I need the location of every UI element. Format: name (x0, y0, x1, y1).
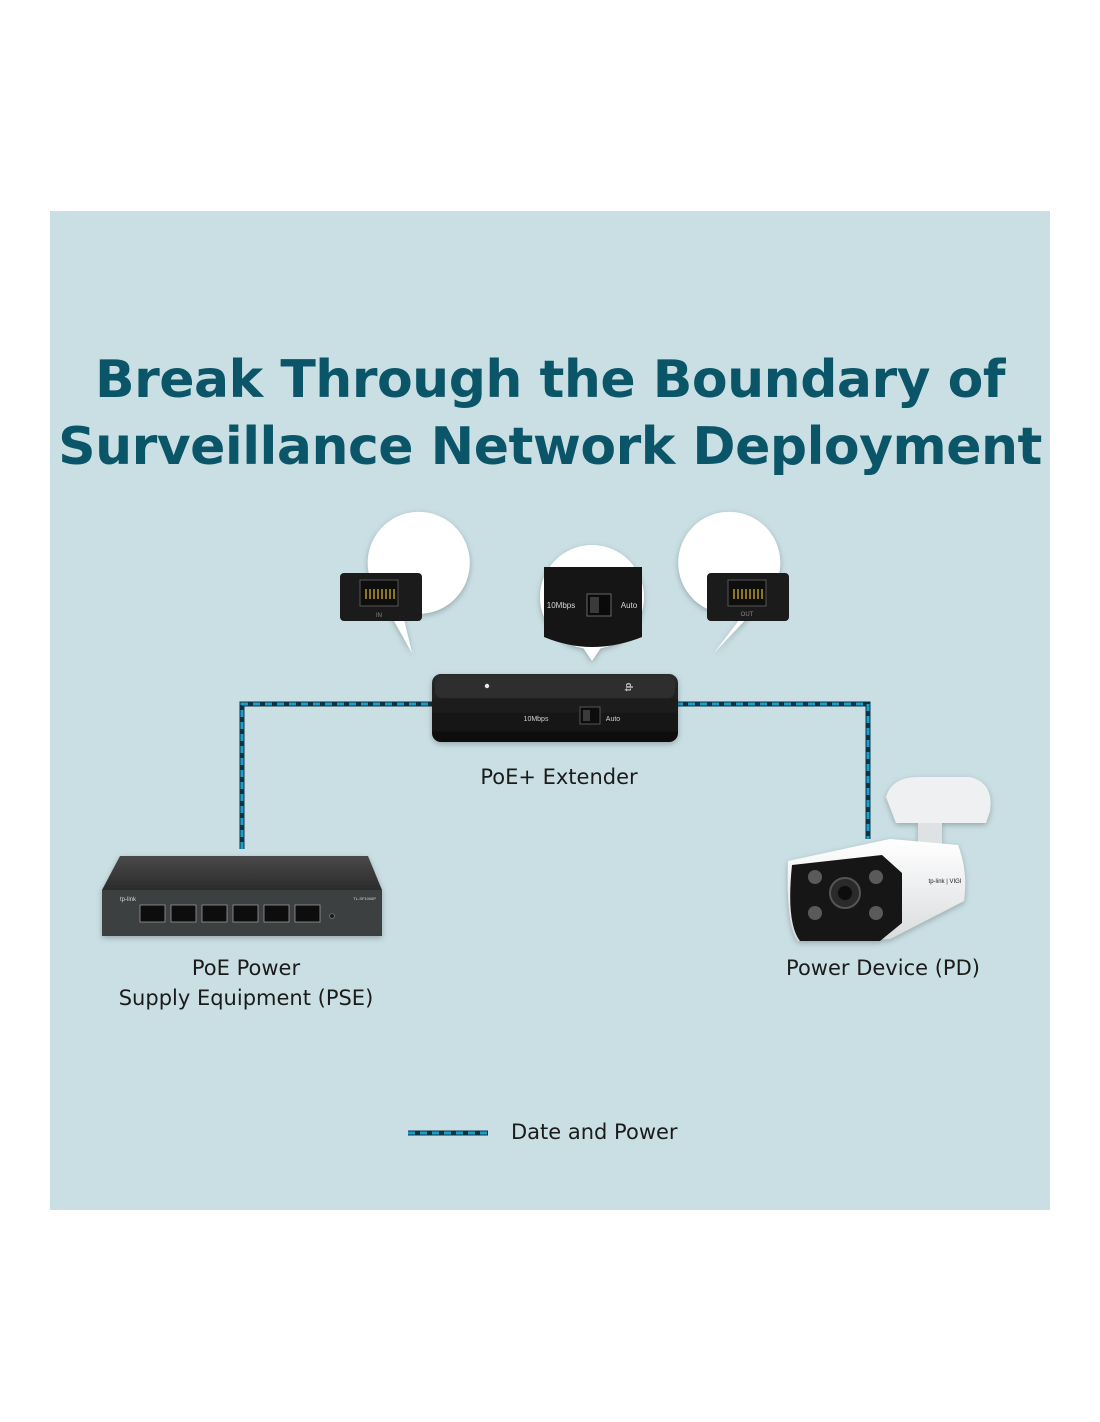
page-title: Break Through the Boundary of Surveillan… (50, 347, 1050, 481)
network-diagram: IN 10Mbps Auto OUT (102, 511, 991, 1136)
out-port-closeup: OUT (707, 573, 789, 621)
in-port-closeup: IN (340, 573, 422, 621)
extender-switch-right-label: Auto (606, 716, 621, 723)
legend-label: Date and Power (511, 1120, 678, 1144)
title-line-1: Break Through the Boundary of (95, 350, 1006, 410)
poe-extender-device: tp 10Mbps Auto (432, 674, 678, 742)
cable-extender-to-pd (676, 701, 871, 839)
pse-label-line-2: Supply Equipment (PSE) (118, 986, 374, 1010)
cable-pse-to-extender (239, 701, 434, 849)
extender-label: PoE+ Extender (436, 762, 682, 792)
extender-switch-left-label: 10Mbps (524, 716, 549, 723)
extender-label-text: PoE+ Extender (480, 765, 638, 789)
diagram-panel: Break Through the Boundary of Surveillan… (50, 211, 1050, 1210)
pse-label-line-1: PoE Power (191, 956, 301, 980)
pd-label: Power Device (PD) (758, 953, 1008, 983)
pse-label: PoE Power Supply Equipment (PSE) (96, 953, 396, 1013)
title-line-2: Surveillance Network Deployment (58, 417, 1042, 477)
switch-closeup: 10Mbps Auto (544, 567, 642, 647)
out-port-label: OUT (741, 612, 754, 618)
ip-camera-device: tp-link | VIGI (787, 777, 991, 941)
pd-label-text: Power Device (PD) (786, 956, 980, 980)
pse-model: TL-SF1006P (353, 896, 376, 901)
svg-text:tp: tp (623, 682, 633, 691)
switch-closeup-right-label: Auto (621, 601, 638, 610)
switch-closeup-left-label: 10Mbps (547, 601, 575, 610)
in-port-label: IN (376, 613, 382, 619)
pse-switch-device: tp-link TL-SF1006P (102, 856, 382, 936)
camera-brand: tp-link | VIGI (929, 879, 962, 885)
pse-brand: tp-link (120, 897, 137, 903)
